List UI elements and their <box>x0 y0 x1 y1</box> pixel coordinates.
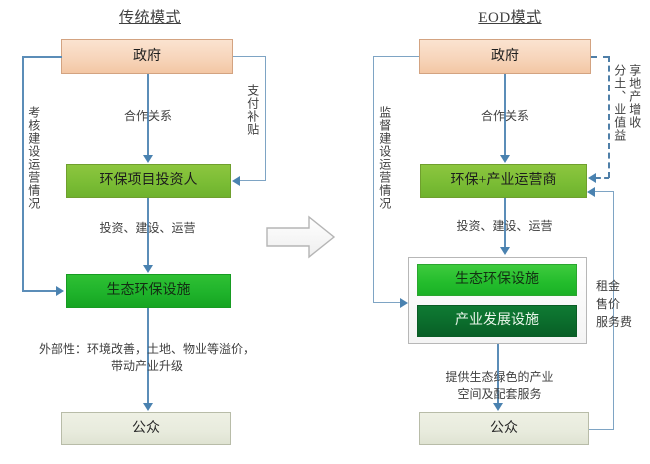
left-label-pay-subsidy: 支付补贴 <box>245 84 260 136</box>
right-edge-supervise-vertical <box>373 56 374 303</box>
left-label-assess-build-operate: 考核建设运营情况 <box>26 106 41 210</box>
right-edge-revenue-arrow <box>587 187 595 197</box>
right-label-cooperation: 合作关系 <box>480 109 529 123</box>
right-label-share-value-col1: 分土、业值益 <box>612 64 627 142</box>
left-edge-subsidy-arrow <box>232 176 240 186</box>
right-edge-revenue-top <box>594 191 614 192</box>
left-edge-gov-investor-line <box>147 74 149 156</box>
left-edge-subsidy-vertical <box>265 56 266 180</box>
right-label-revenue-line1: 租金 <box>596 279 621 293</box>
left-edge-investor-eco-arrow <box>143 265 153 273</box>
right-node-operator[interactable]: 环保+产业运营商 <box>420 164 587 198</box>
right-label-revenue-line2: 售价 <box>596 297 621 311</box>
right-edge-facility-public-line <box>497 344 499 404</box>
right-edge-operator-facility-arrow <box>500 247 510 255</box>
left-edge-subsidy-bottom <box>240 180 266 181</box>
right-edge-share-bottom <box>596 177 609 179</box>
right-label-provide-line2: 空间及配套服务 <box>457 387 542 401</box>
right-edge-share-arrow <box>588 173 596 183</box>
left-label-externality-line2: 带动产业升级 <box>110 359 183 373</box>
right-node-eco-facility[interactable]: 生态环保设施 <box>417 264 577 296</box>
right-node-industry-facility[interactable]: 产业发展设施 <box>417 305 577 337</box>
left-edge-assess-bottom <box>22 290 57 292</box>
left-edge-assess-arrow <box>56 286 64 296</box>
right-edge-revenue-bottom <box>589 429 614 430</box>
right-edge-supervise-arrow <box>400 298 408 308</box>
right-label-revenue-line3: 服务费 <box>596 315 633 329</box>
left-node-public[interactable]: 公众 <box>61 412 231 445</box>
right-edge-gov-operator-line <box>504 74 506 156</box>
left-edge-gov-investor-arrow <box>143 155 153 163</box>
right-edge-revenue-vertical <box>613 191 614 430</box>
transition-right-block-arrow <box>265 214 337 265</box>
left-edge-eco-public-arrow <box>143 403 153 411</box>
left-edge-eco-public-line <box>147 308 149 404</box>
right-label-invest-build-operate: 投资、建设、运营 <box>456 219 553 233</box>
left-label-externality-line1: 外部性：环境改善，土地、物业等溢价， <box>38 342 255 356</box>
left-edge-assess-vertical <box>22 56 24 291</box>
left-label-cooperation: 合作关系 <box>123 109 172 123</box>
right-edge-share-vertical <box>608 56 610 178</box>
left-panel-title: 传统模式 <box>118 10 181 26</box>
left-node-government[interactable]: 政府 <box>61 39 233 74</box>
right-panel-title: EOD模式 <box>478 10 542 26</box>
right-node-government[interactable]: 政府 <box>419 39 591 74</box>
right-edge-facility-public-arrow <box>493 403 503 411</box>
right-label-provide-line1: 提供生态绿色的产业 <box>445 370 554 384</box>
right-node-public[interactable]: 公众 <box>419 412 589 445</box>
right-edge-supervise-top <box>373 56 419 57</box>
left-edge-investor-eco-line <box>147 198 149 266</box>
right-label-supervise-build-operate: 监督建设运营情况 <box>377 106 392 210</box>
right-edge-supervise-bottom <box>373 302 403 303</box>
left-edge-assess-top <box>22 56 62 58</box>
right-edge-share-top <box>591 56 609 58</box>
right-label-share-value-col2: 享地产增收 <box>627 64 642 129</box>
right-edge-operator-facility-line <box>504 198 506 248</box>
left-edge-subsidy-top <box>233 56 266 57</box>
left-label-invest-build-operate: 投资、建设、运营 <box>99 221 196 235</box>
left-node-investor[interactable]: 环保项目投资人 <box>66 164 231 198</box>
left-node-eco-facility[interactable]: 生态环保设施 <box>66 274 231 308</box>
right-edge-gov-operator-arrow <box>500 155 510 163</box>
